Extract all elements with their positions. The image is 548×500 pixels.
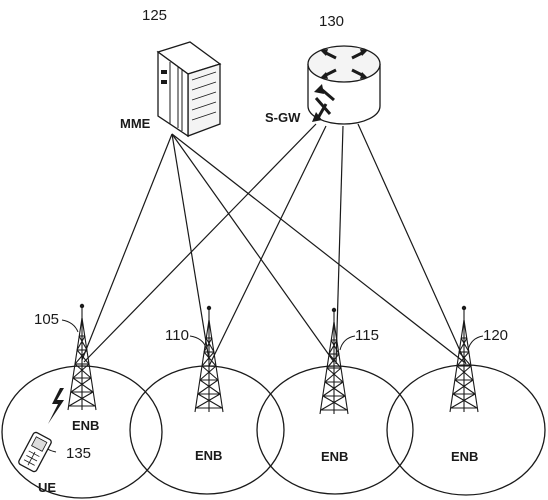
sgw-router-icon <box>307 45 381 125</box>
sgw-link-115 <box>335 125 344 365</box>
sgw-ref: 130 <box>319 13 344 30</box>
mme-link-105 <box>81 133 173 361</box>
sgw-label: S-GW <box>265 110 301 125</box>
enb-115-label: ENB <box>321 449 348 464</box>
mme-links <box>81 133 465 363</box>
mme-link-110 <box>171 133 210 361</box>
enb-105-ref: 105 <box>34 311 59 328</box>
enb-110-tower-icon <box>194 305 224 413</box>
mme-ref: 125 <box>142 7 167 24</box>
ue-ref: 135 <box>66 445 91 462</box>
cell-120 <box>386 364 546 496</box>
enb-120-label: ENB <box>451 449 478 464</box>
mme-server-icon <box>156 41 222 138</box>
sgw-link-120 <box>357 123 467 365</box>
enb-115-ref: 115 <box>355 327 379 344</box>
sgw-link-105 <box>83 123 317 363</box>
ue-phone-icon <box>18 431 52 473</box>
enb-110-label: ENB <box>195 448 222 463</box>
enb-110-ref: 110 <box>165 327 189 344</box>
enb-120-tower-icon <box>449 305 479 413</box>
enb-105-tower-icon <box>67 303 97 411</box>
mme-link-120 <box>171 133 465 363</box>
mme-label: MME <box>120 116 151 131</box>
sgw-link-110 <box>208 125 327 367</box>
cell-115 <box>256 365 414 495</box>
mme-link-115 <box>171 133 335 363</box>
enb-120-ref: 120 <box>483 327 508 344</box>
sgw-links <box>83 123 467 367</box>
ue-label: UE <box>38 480 56 495</box>
enb-115-tower-icon <box>319 307 349 415</box>
wireless-link-icon <box>48 388 64 424</box>
enb-105-label: ENB <box>72 418 99 433</box>
